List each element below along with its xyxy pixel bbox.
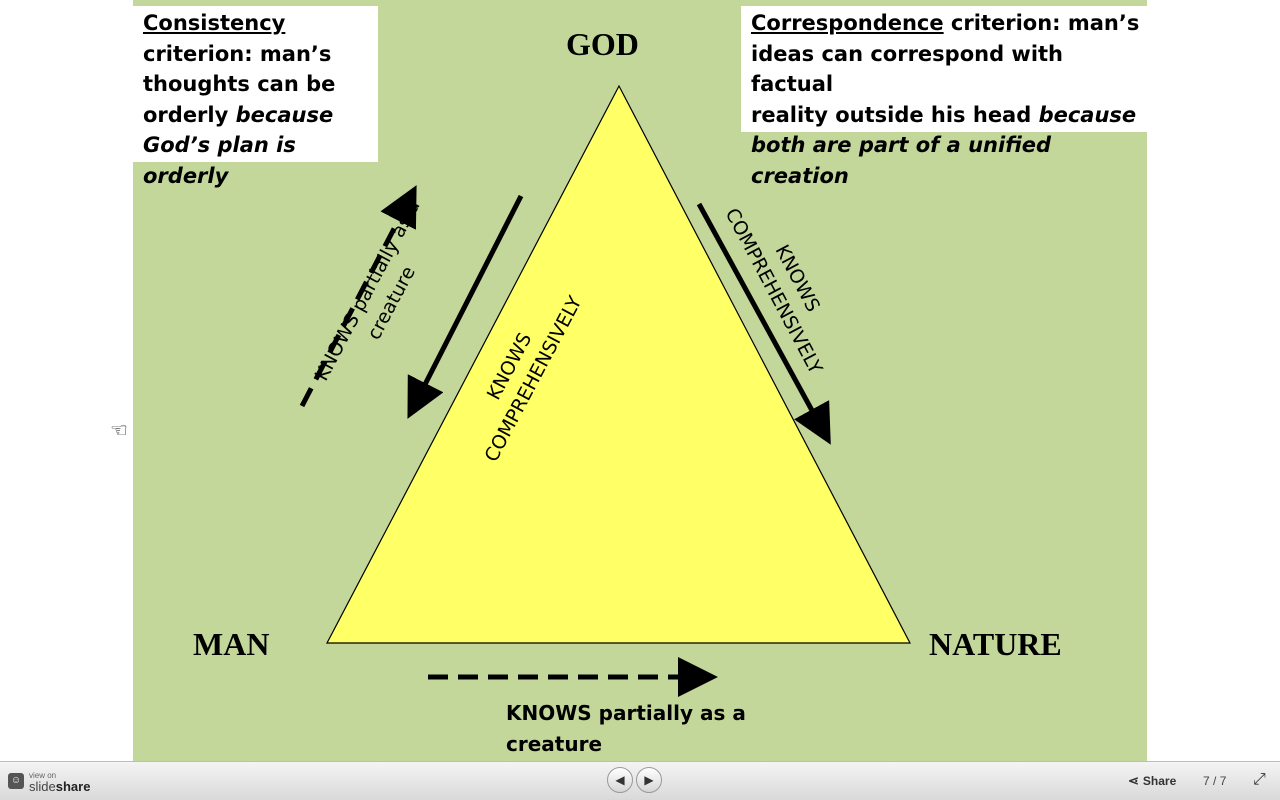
consistency-italic1: because bbox=[235, 102, 334, 127]
vertex-nature-label: NATURE bbox=[929, 626, 1062, 662]
label-man-knows-nature-line1: KNOWS partially as a bbox=[506, 701, 746, 725]
consistency-line1: criterion: man’s bbox=[143, 41, 332, 66]
arrow-god-knows-nature bbox=[696, 202, 831, 445]
consistency-criterion-box: Consistency criterion: man’s thoughts ca… bbox=[133, 6, 378, 188]
prev-arrow-icon: ◀ bbox=[615, 773, 625, 787]
arrow-god-knows-man bbox=[407, 194, 524, 419]
view-on-text: view on bbox=[29, 771, 57, 780]
brand-text-light: slide bbox=[29, 779, 56, 794]
correspondence-italic2: both are part of a unified creation bbox=[751, 133, 1052, 188]
consistency-title: Consistency bbox=[143, 11, 286, 35]
consistency-line3: orderly bbox=[143, 102, 236, 127]
correspondence-line1: criterion: man’s bbox=[943, 11, 1140, 35]
share-button[interactable]: ⋖ Share bbox=[1128, 773, 1176, 789]
page-current: 7 bbox=[1203, 774, 1210, 788]
fullscreen-icon: ⤢ bbox=[1253, 771, 1266, 788]
correspondence-line3: reality outside his head bbox=[751, 102, 1039, 127]
arrow-man-knows-god-partially bbox=[299, 185, 417, 408]
consistency-line2: thoughts can be bbox=[143, 72, 336, 96]
page-indicator: 7 / 7 bbox=[1203, 774, 1226, 788]
share-label: Share bbox=[1142, 774, 1177, 788]
slideshare-logo-icon: ☺ bbox=[8, 773, 24, 789]
consistency-italic2: God’s plan is orderly bbox=[143, 133, 296, 188]
correspondence-line2: ideas can correspond with factual bbox=[751, 41, 1064, 97]
correspondence-criterion-box: Correspondence criterion: man’s ideas ca… bbox=[741, 6, 1147, 188]
vertex-man-label: MAN bbox=[193, 626, 270, 662]
hand-cursor-icon: ☜ bbox=[110, 420, 128, 442]
share-icon: ⋖ bbox=[1128, 773, 1139, 788]
prev-slide-button[interactable]: ◀ bbox=[607, 767, 633, 793]
player-toolbar: ☺ view on slideshare ◀ ▶ ⋖ Share 7 / 7 ⤢ bbox=[0, 761, 1280, 800]
label-man-knows-nature: KNOWS partially as a creature bbox=[506, 698, 766, 760]
brand-text-bold: share bbox=[55, 779, 91, 794]
fullscreen-button[interactable]: ⤢ bbox=[1253, 771, 1266, 789]
slide-diagram bbox=[133, 0, 1147, 761]
next-slide-button[interactable]: ▶ bbox=[636, 767, 662, 793]
slide: Consistency criterion: man’s thoughts ca… bbox=[110, 0, 1147, 761]
next-arrow-icon: ▶ bbox=[644, 773, 654, 787]
vertex-god-label: GOD bbox=[566, 26, 639, 62]
page-total: / 7 bbox=[1213, 774, 1227, 788]
knowledge-triangle bbox=[326, 84, 911, 644]
correspondence-italic1: because bbox=[1038, 102, 1137, 127]
view-on-slideshare-link[interactable]: ☺ view on slideshare bbox=[8, 770, 91, 794]
label-man-knows-nature-line2: creature bbox=[506, 732, 603, 756]
correspondence-title: Correspondence bbox=[751, 11, 944, 35]
